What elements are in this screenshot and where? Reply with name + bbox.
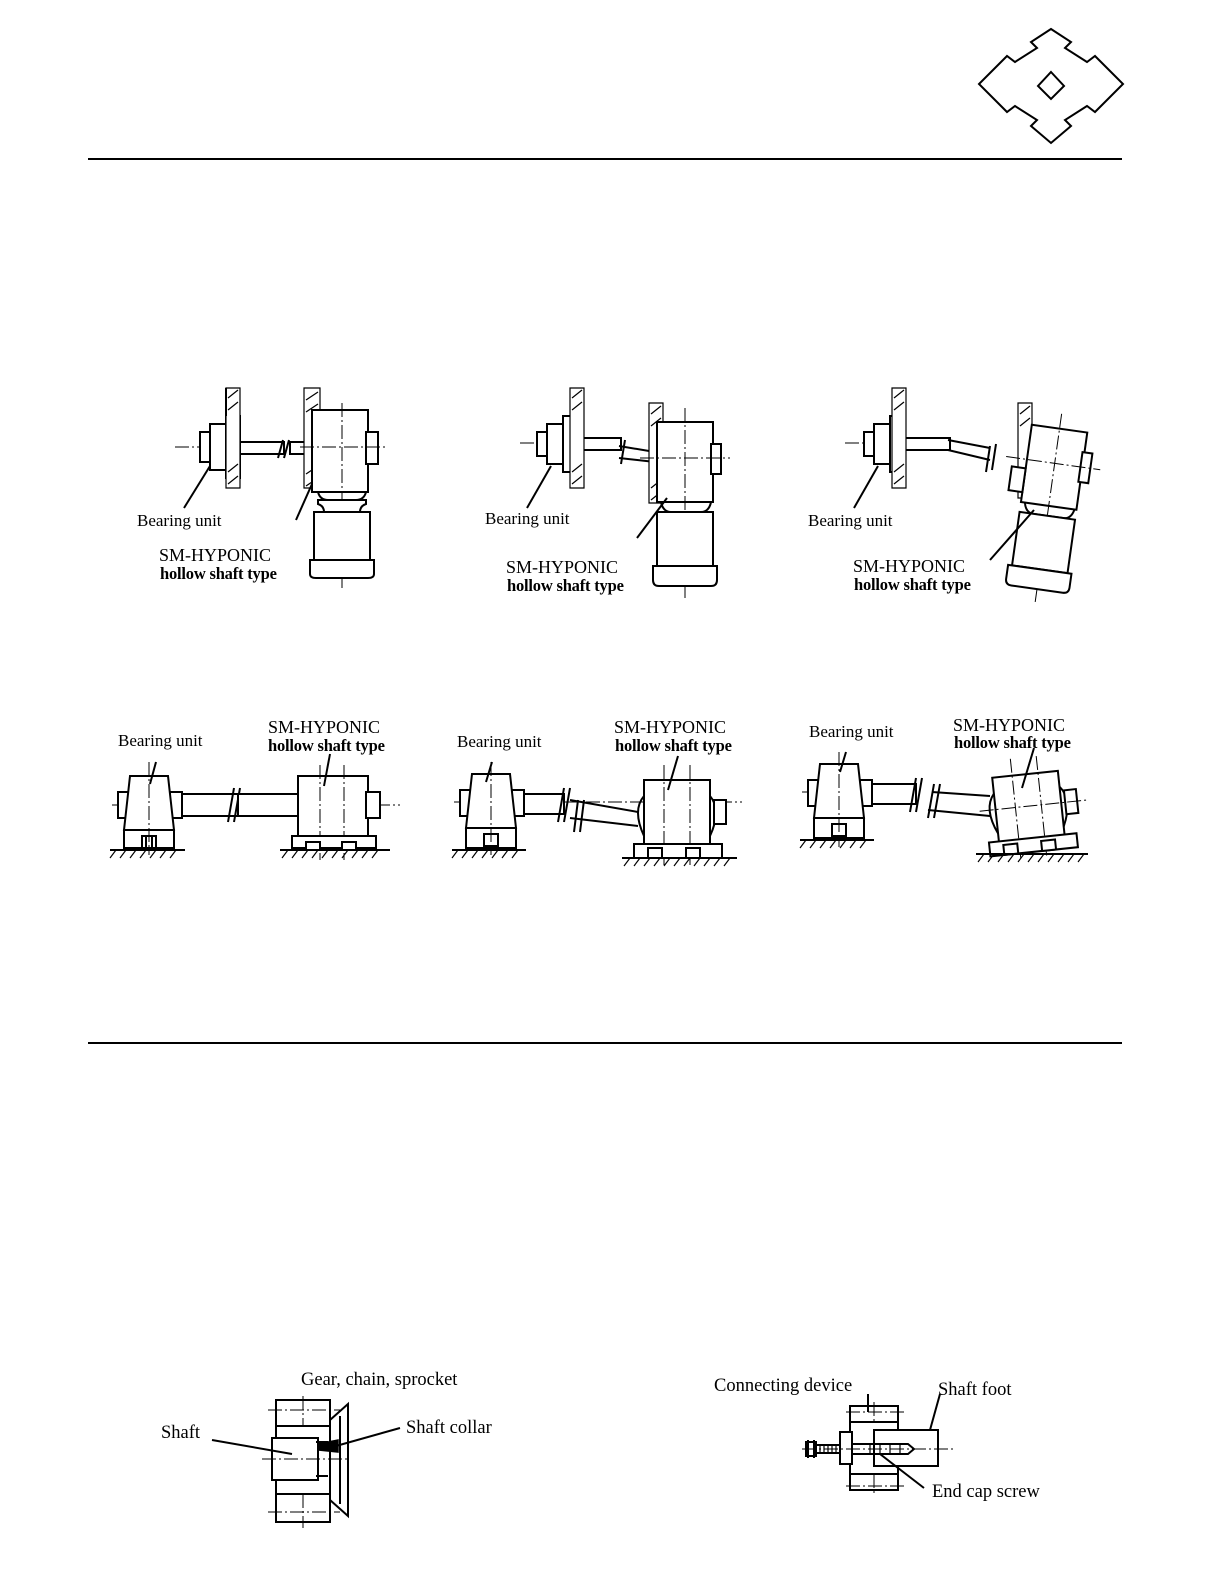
figure-horizontal-2: [451, 755, 742, 867]
reducer-label-h3: SM-HYPONIC: [953, 715, 1066, 735]
gear-chain-label: Gear, chain, sprocket: [301, 1370, 458, 1390]
reducer-label-h2: SM-HYPONIC: [614, 717, 727, 737]
reducer-label-h1: SM-HYPONIC: [268, 717, 381, 737]
reducer-sub-h2: hollow shaft type: [615, 736, 732, 755]
figure-horizontal-1: [109, 753, 400, 860]
bearing-label-h1: Bearing unit: [118, 731, 203, 750]
reducer-sub-h3: hollow shaft type: [954, 733, 1071, 752]
reducer-label-v1: SM-HYPONIC: [159, 545, 272, 565]
header-rule: [88, 158, 1122, 160]
reducer-sub-h1: hollow shaft type: [268, 736, 385, 755]
figure-vertical-1: [175, 387, 385, 588]
shaft-label: Shaft: [161, 1423, 201, 1443]
reducer-sub-v3: hollow shaft type: [854, 575, 971, 594]
end-cap-screw-label: End cap screw: [932, 1482, 1040, 1502]
reducer-sub-v2: hollow shaft type: [507, 576, 624, 595]
reducer-sub-v1: hollow shaft type: [160, 564, 277, 583]
shaft-collar-label: Shaft collar: [406, 1418, 492, 1438]
figure-vertical-3: [845, 387, 1101, 603]
bearing-label-h2: Bearing unit: [457, 732, 542, 751]
reducer-label-v2: SM-HYPONIC: [506, 557, 619, 577]
company-logo-icon: [977, 27, 1125, 145]
connecting-device-label: Connecting device: [714, 1376, 853, 1396]
bearing-label-v2: Bearing unit: [485, 509, 570, 528]
bearing-label-h3: Bearing unit: [809, 722, 894, 741]
figure-shaft-collar: [211, 1396, 401, 1528]
shaft-foot-label: Shaft foot: [938, 1380, 1012, 1400]
reducer-label-v3: SM-HYPONIC: [853, 556, 966, 576]
section-rule: [88, 1042, 1122, 1044]
figure-vertical-2: [520, 387, 730, 598]
bearing-label-v1: Bearing unit: [137, 511, 222, 530]
figure-end-cap-screw: [802, 1393, 955, 1496]
figure-horizontal-3: [799, 747, 1090, 863]
bearing-label-v3: Bearing unit: [808, 511, 893, 530]
